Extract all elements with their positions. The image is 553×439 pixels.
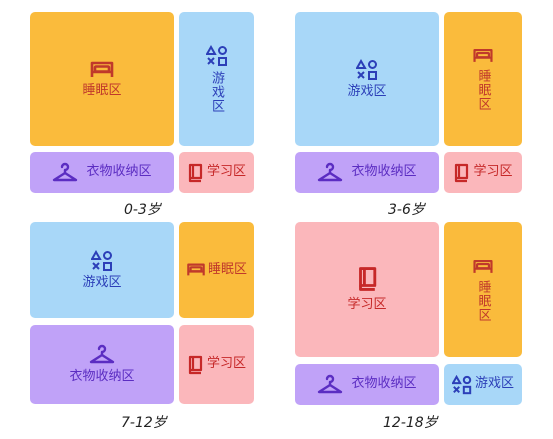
- caption-7-12: 7-12岁: [121, 415, 167, 431]
- game-shapes-icon: [91, 249, 113, 272]
- closet-zone: 衣物收纳区: [295, 364, 439, 405]
- sleep-zone-label: 睡眠区: [207, 261, 247, 277]
- play-zone: 游戏区: [30, 222, 174, 318]
- play-zone: 游戏区: [295, 12, 439, 146]
- closet-zone: 衣物收纳区: [295, 152, 439, 193]
- study-zone-label: 学习区: [473, 164, 513, 180]
- study-zone: 学习区: [179, 325, 254, 404]
- play-zone-label: 游戏区: [82, 274, 122, 290]
- study-zone-label: 学习区: [206, 356, 246, 372]
- game-shapes-icon: [451, 374, 472, 395]
- sleep-zone: 睡眠区: [30, 12, 174, 146]
- book-icon: [187, 163, 203, 183]
- closet-zone: 衣物收纳区: [30, 325, 174, 404]
- sleep-zone: 睡眠区: [179, 222, 254, 318]
- closet-zone-label: 衣物收纳区: [351, 376, 417, 392]
- bed-icon: [472, 258, 494, 276]
- sleep-zone-label: 睡眠区: [82, 82, 122, 98]
- play-zone: 游戏区: [179, 12, 254, 146]
- play-zone-label: 游戏区: [474, 376, 514, 392]
- sleep-zone-label: 睡眠区: [475, 69, 491, 111]
- closet-zone-label: 衣物收纳区: [69, 369, 135, 385]
- caption-3-6: 3-6岁: [388, 202, 425, 218]
- book-icon: [187, 355, 203, 375]
- hanger-icon: [89, 344, 115, 366]
- book-icon: [453, 163, 469, 183]
- study-zone: 学习区: [295, 222, 439, 357]
- study-zone: 学习区: [179, 152, 254, 193]
- bed-icon: [472, 47, 494, 65]
- hanger-icon: [317, 162, 343, 184]
- sleep-zone-label: 睡眠区: [475, 279, 491, 322]
- study-zone-label: 学习区: [347, 297, 387, 313]
- closet-zone: 衣物收纳区: [30, 152, 174, 193]
- caption-0-3: 0-3岁: [124, 202, 161, 218]
- play-zone-label: 游戏区: [347, 83, 387, 99]
- closet-zone-label: 衣物收纳区: [86, 164, 152, 180]
- hanger-icon: [52, 162, 78, 184]
- game-shapes-icon: [205, 45, 228, 67]
- book-icon: [356, 266, 378, 292]
- bed-icon: [89, 60, 115, 80]
- study-zone-label: 学习区: [206, 164, 246, 180]
- game-shapes-icon: [356, 58, 378, 81]
- caption-12-18: 12-18岁: [383, 415, 438, 431]
- bed-icon: [186, 262, 206, 278]
- play-zone-label: 游戏区: [209, 71, 224, 113]
- sleep-zone: 睡眠区: [444, 222, 522, 357]
- closet-zone-label: 衣物收纳区: [351, 164, 417, 180]
- hanger-icon: [317, 374, 343, 396]
- study-zone: 学习区: [444, 152, 522, 193]
- play-zone: 游戏区: [444, 364, 522, 405]
- sleep-zone: 睡眠区: [444, 12, 522, 146]
